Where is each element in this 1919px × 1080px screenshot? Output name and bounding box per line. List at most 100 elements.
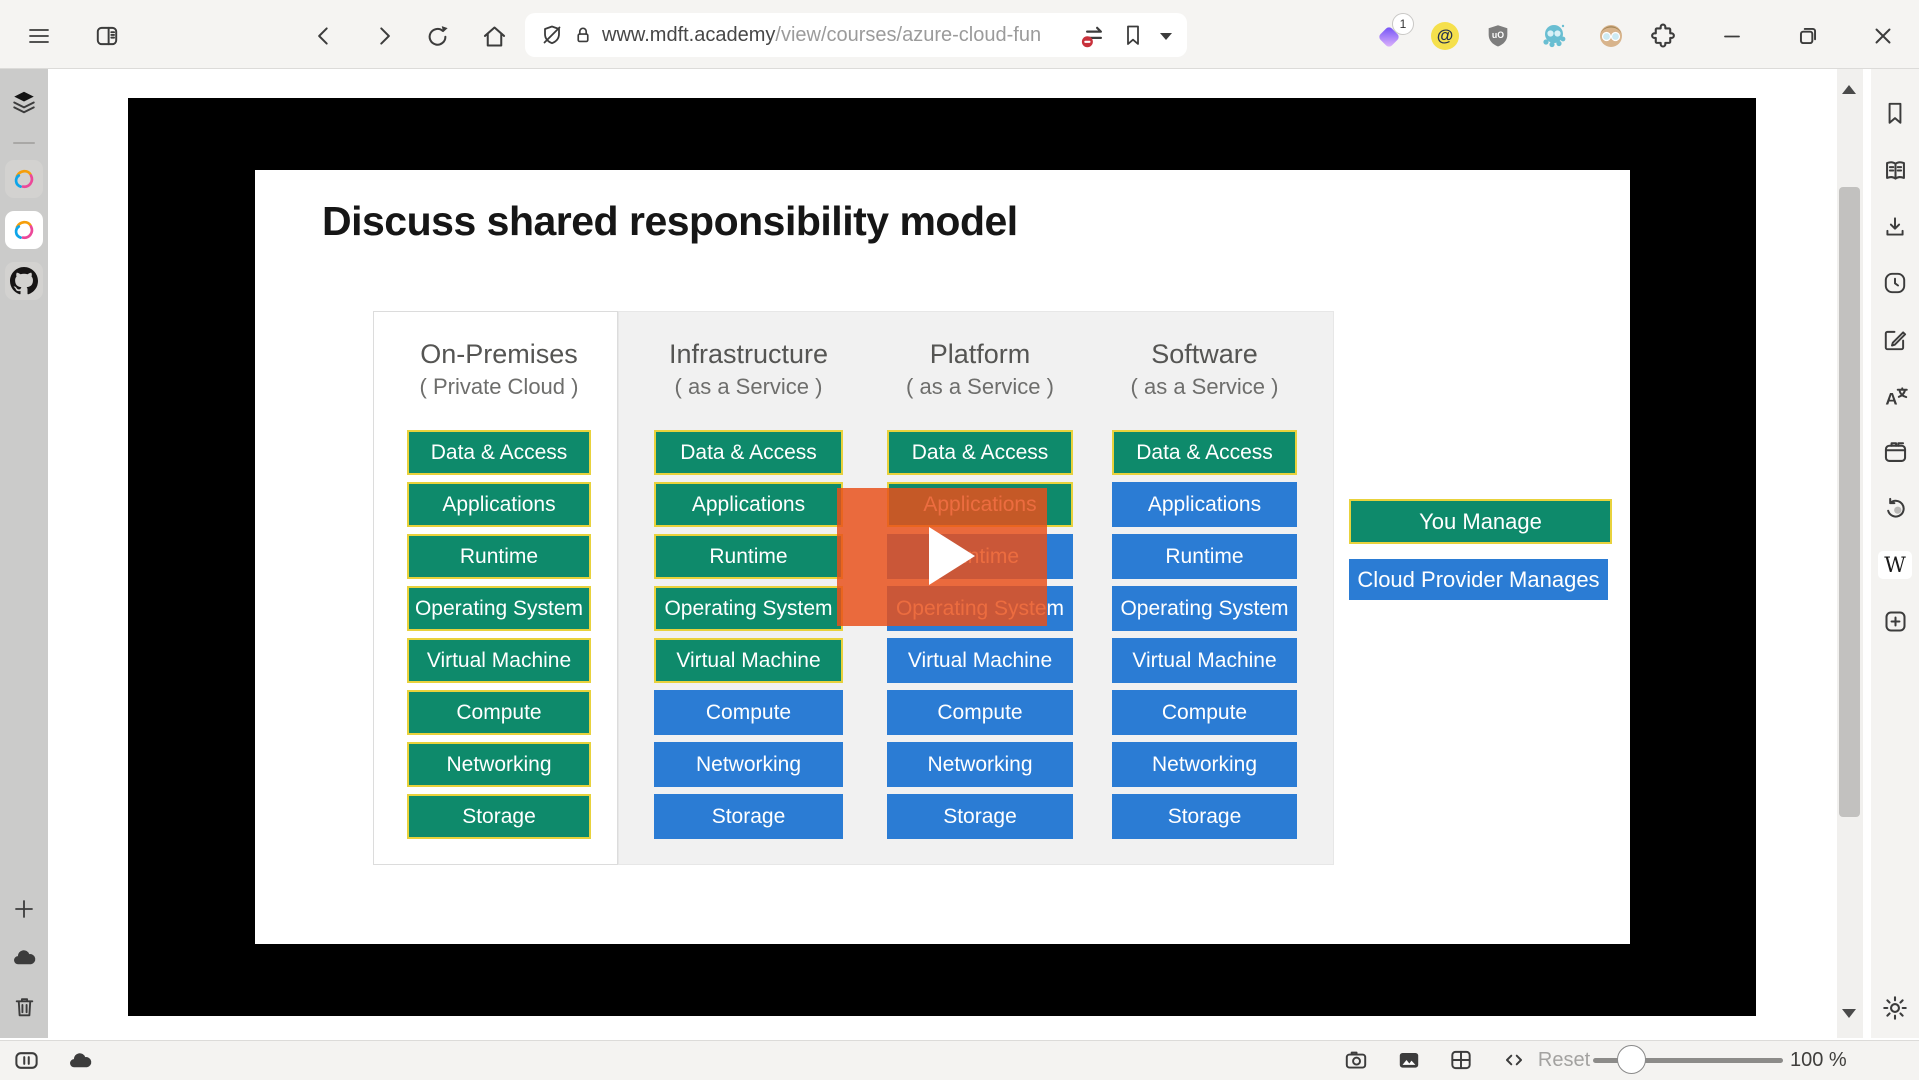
avatar-extension-button[interactable] <box>1595 20 1627 52</box>
page-content: Discuss shared responsibility model On-P… <box>48 68 1837 1040</box>
sidebar-toggle-button[interactable] <box>94 23 120 49</box>
layers-icon <box>13 91 35 114</box>
puzzle-icon <box>1651 23 1675 48</box>
column-title: Platform <box>929 339 1031 369</box>
responsibility-box: Data & Access <box>407 430 591 475</box>
history-button[interactable] <box>1881 269 1909 297</box>
reload-button[interactable] <box>423 22 451 50</box>
workspaces-button[interactable] <box>10 88 38 116</box>
dropdown-caret-icon <box>1160 32 1172 40</box>
github-button[interactable] <box>5 262 43 300</box>
cloud-icon <box>69 1052 91 1067</box>
knot-app-icon <box>14 220 34 240</box>
image-tool-button[interactable] <box>1395 1047 1423 1073</box>
rail-divider <box>13 142 35 144</box>
zoom-slider-thumb[interactable] <box>1617 1045 1646 1074</box>
responsibility-box: Data & Access <box>1112 430 1297 475</box>
gear-icon <box>1883 996 1907 1020</box>
tab-loop-button[interactable] <box>1881 494 1909 522</box>
wikipedia-button[interactable]: W <box>1878 551 1912 579</box>
url-dropdown-button[interactable] <box>1156 28 1176 44</box>
minimize-button[interactable] <box>1716 22 1748 50</box>
responsibility-box: Networking <box>887 742 1073 787</box>
translate-button[interactable]: A <box>1881 382 1909 410</box>
responsibility-box: Storage <box>407 794 591 839</box>
responsibility-box: Operating System <box>1112 586 1297 631</box>
responsibility-box: Applications <box>654 482 843 527</box>
video-player[interactable]: Discuss shared responsibility model On-P… <box>128 98 1756 1016</box>
reset-zoom-button[interactable]: Reset <box>1537 1049 1591 1071</box>
responsibility-box: Virtual Machine <box>654 638 843 683</box>
grid-tool-button[interactable] <box>1447 1047 1475 1073</box>
scrollbar-thumb[interactable] <box>1839 187 1860 817</box>
scroll-down-button[interactable] <box>1842 1009 1856 1018</box>
image-icon <box>1399 1052 1419 1068</box>
workspace-app-button[interactable] <box>5 160 43 198</box>
gradient-diamond-icon <box>1379 27 1399 47</box>
scroll-up-icon <box>1842 85 1856 94</box>
bookmark-flag-icon <box>1127 25 1139 45</box>
url-text[interactable]: www.mdft.academy/view/courses/azure-clou… <box>602 13 1080 57</box>
shield-off-icon[interactable] <box>539 22 565 48</box>
responsibility-box: Applications <box>407 482 591 527</box>
window-tabs-button[interactable] <box>1881 438 1909 466</box>
cloud-sync-button[interactable] <box>10 944 38 970</box>
forward-icon <box>380 27 390 45</box>
window-tabs-icon <box>1884 441 1906 462</box>
pause-panel-button[interactable] <box>12 1047 40 1073</box>
zoom-slider-track[interactable] <box>1593 1058 1783 1063</box>
trash-button[interactable] <box>11 993 37 1021</box>
extensions-button[interactable] <box>1648 21 1678 51</box>
column-subtitle: ( Private Cloud ) <box>419 374 579 399</box>
restore-button[interactable] <box>1792 21 1824 51</box>
sync-blocked-icon[interactable] <box>1078 20 1110 52</box>
at-extension-button[interactable]: @ <box>1431 22 1459 50</box>
octopus-extension-button[interactable] <box>1538 20 1570 52</box>
code-view-button[interactable] <box>1500 1047 1528 1073</box>
reading-list-button[interactable] <box>1881 156 1909 184</box>
home-button[interactable] <box>480 22 508 50</box>
cloud-status-button[interactable] <box>66 1047 94 1073</box>
url-path: /view/courses/azure-cloud-fun <box>775 24 1042 46</box>
edit-icon <box>1884 330 1907 351</box>
downloads-button[interactable] <box>1881 213 1909 241</box>
responsibility-box: Virtual Machine <box>887 638 1073 683</box>
gradient-extension-button[interactable] <box>1374 22 1404 52</box>
column-header: Platform( as a Service ) <box>857 322 1103 402</box>
menu-button[interactable] <box>26 23 52 49</box>
svg-text:uO: uO <box>1492 30 1504 40</box>
bookmarks-panel-button[interactable] <box>1881 99 1909 127</box>
knot-app-icon <box>14 169 34 189</box>
notes-button[interactable] <box>1881 326 1909 354</box>
add-workspace-button[interactable] <box>11 896 37 922</box>
screenshot-button[interactable] <box>1342 1047 1370 1073</box>
column-header: Software( as a Service ) <box>1082 322 1327 402</box>
scroll-down-icon <box>1842 1009 1856 1018</box>
scroll-up-button[interactable] <box>1842 85 1856 94</box>
back-button[interactable] <box>310 22 338 50</box>
bookmark-page-button[interactable] <box>1119 21 1147 49</box>
svg-text:A: A <box>1885 389 1897 408</box>
page-scrollbar[interactable] <box>1837 68 1863 1038</box>
play-icon <box>929 527 975 585</box>
lock-icon[interactable] <box>571 22 595 48</box>
column-title: Infrastructure <box>668 339 829 369</box>
bottom-toolbar: Reset 100 % <box>0 1040 1919 1080</box>
zoom-level: 100 % <box>1790 1049 1847 1071</box>
browser-toolbar: www.mdft.academy/view/courses/azure-clou… <box>0 0 1919 69</box>
legend-provider: Cloud Provider Manages <box>1349 559 1608 600</box>
avatar-face-icon <box>1600 25 1622 47</box>
code-icon <box>1505 1054 1523 1066</box>
settings-button[interactable] <box>1881 994 1909 1022</box>
new-container-button[interactable] <box>1881 607 1909 635</box>
plus-box-icon <box>1884 610 1906 632</box>
close-icon <box>1875 28 1891 44</box>
close-button[interactable] <box>1867 21 1899 51</box>
workspace-app-active-button[interactable] <box>5 211 43 249</box>
url-bar[interactable]: www.mdft.academy/view/courses/azure-clou… <box>525 13 1187 57</box>
ublock-extension-button[interactable]: uO <box>1483 21 1513 51</box>
wikipedia-w: W <box>1884 553 1906 577</box>
play-button[interactable] <box>837 488 1047 626</box>
forward-button[interactable] <box>370 22 398 50</box>
